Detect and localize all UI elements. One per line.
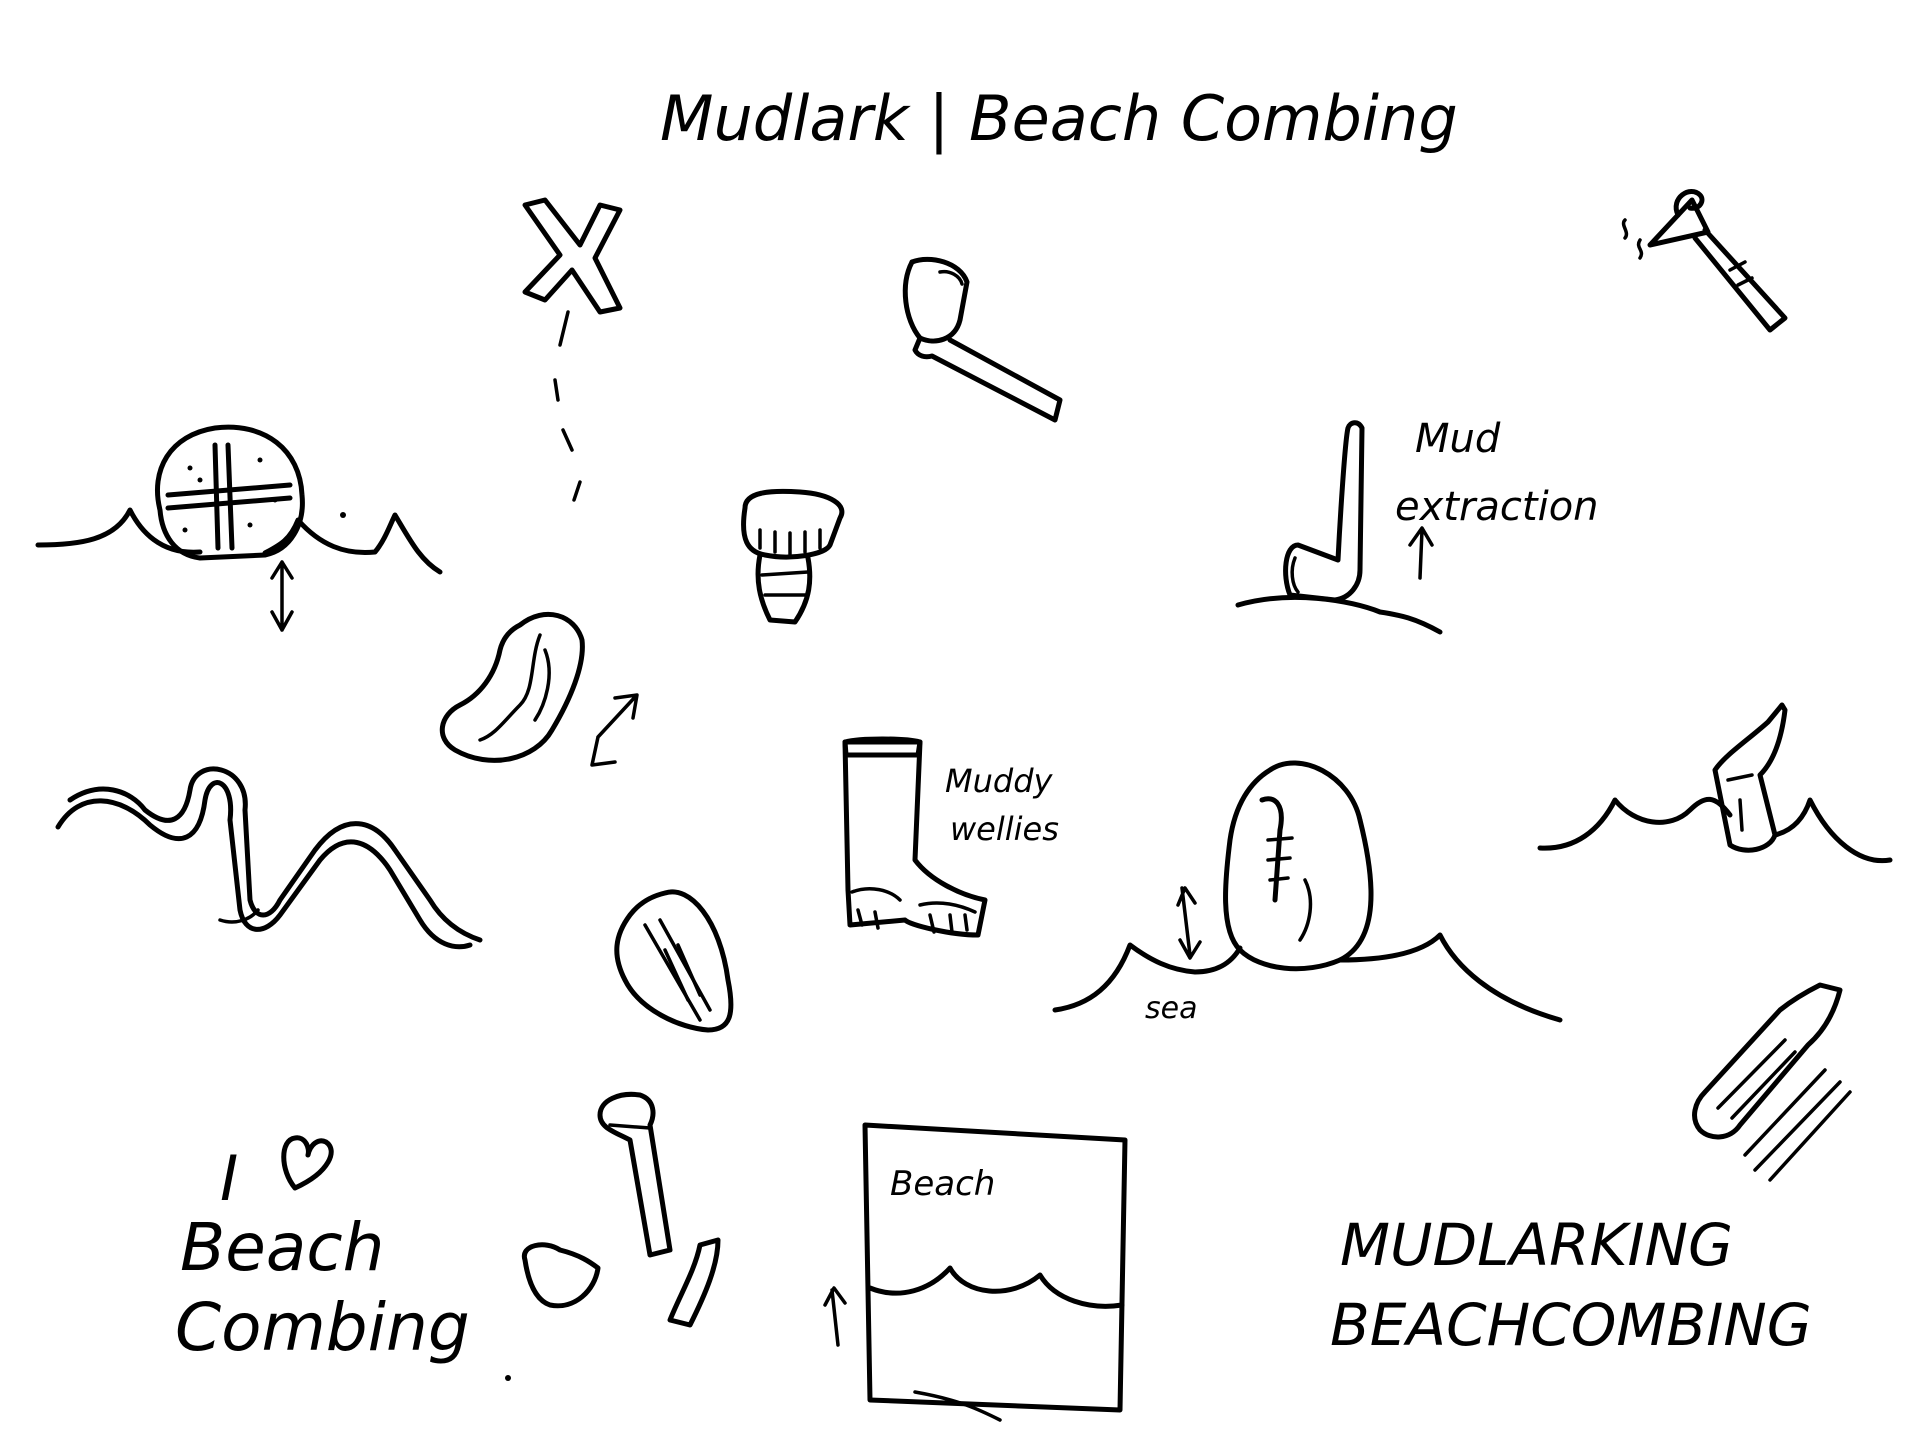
sieve-tool-icon [1621, 189, 1788, 333]
bottle-stopper-icon [741, 488, 845, 625]
love-combing-label: Combing [175, 1289, 470, 1366]
treasure-x-icon [522, 197, 623, 502]
heart-icon [281, 1135, 334, 1191]
mud-pipe-icon: Mud extraction [1235, 416, 1599, 635]
sea-label: sea [1145, 991, 1197, 1026]
beach-picture: Beach [823, 1122, 1128, 1422]
beach-box-label: Beach [890, 1164, 995, 1204]
clay-pipe-icon [902, 256, 1063, 423]
shell-icon [439, 611, 639, 767]
pottery-shards-icon [505, 1091, 721, 1381]
bottle-icon [1692, 982, 1852, 1182]
love-message: I Beach Combing [175, 1135, 470, 1366]
caps-message: MUDLARKING BEACHCOMBING [1330, 1211, 1812, 1359]
mud-label: Mud [1415, 416, 1501, 462]
welly-boot-icon: Muddy wellies [842, 736, 1059, 938]
message-bottle-icon [1537, 702, 1893, 864]
love-beach-label: Beach [180, 1209, 384, 1286]
river-icon [55, 766, 483, 950]
love-i-label: I [220, 1142, 238, 1215]
pottery-fragment-icon [35, 424, 443, 632]
wellies-label: wellies [950, 810, 1059, 848]
sea-glass-icon [614, 889, 734, 1033]
beachcombing-label: BEACHCOMBING [1330, 1291, 1812, 1359]
muddy-label: Muddy [945, 762, 1054, 800]
rock-icon: sea [1052, 760, 1563, 1026]
page-title: Mudlark | Beach Combing [660, 82, 1458, 156]
mudlarking-label: MUDLARKING [1340, 1211, 1733, 1279]
extraction-label: extraction [1395, 484, 1599, 530]
